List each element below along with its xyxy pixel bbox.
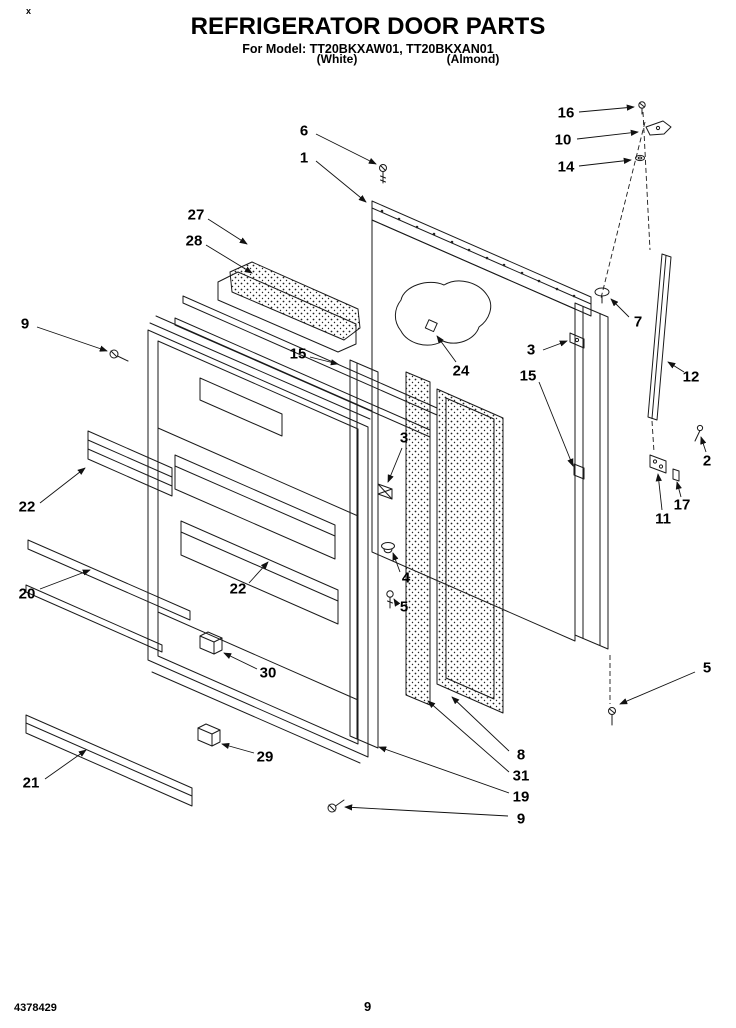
clip-30 [199, 631, 223, 655]
part-callout: 3 [526, 341, 536, 359]
finish-almond-label: (Almond) [446, 52, 500, 66]
page-number: 9 [364, 999, 372, 1014]
screw-9-left [109, 349, 129, 362]
part-callout: 24 [452, 362, 470, 380]
part-callout: 14 [557, 158, 575, 176]
clip-29 [197, 723, 221, 747]
hinge-bracket-10 [645, 120, 672, 136]
part-callout: 27 [187, 206, 205, 224]
port-24 [424, 319, 438, 333]
washer-14 [635, 154, 645, 162]
hinge-11 [649, 454, 667, 474]
shelf-trim-22 [87, 430, 173, 497]
part-callout: 22 [18, 498, 36, 516]
corner-mark: x [26, 6, 32, 16]
part-callout: 19 [512, 788, 530, 806]
part-callout: 3 [399, 429, 409, 447]
screw-9-bottom [327, 799, 345, 813]
leader-lines [36, 104, 707, 817]
gasket-and-panels [349, 359, 504, 749]
part-callout: 5 [702, 659, 712, 677]
part-callout: 4 [401, 569, 411, 587]
screw-5-center [386, 590, 394, 598]
title-block: REFRIGERATOR DOOR PARTS For Model: TT20B… [0, 13, 736, 56]
inner-door-liner [147, 315, 373, 764]
door-trims [25, 539, 193, 807]
part-callout: 1 [299, 149, 309, 167]
part-callout: 12 [682, 368, 700, 386]
part-callout: 20 [18, 585, 36, 603]
pin-2 [696, 424, 704, 432]
part-callout: 17 [673, 496, 691, 514]
model-line: For Model: TT20BKXAW01, TT20BKXAN01 [242, 42, 494, 56]
trim-20a [27, 539, 191, 621]
bracket-3-top [569, 332, 585, 349]
part-callout: 8 [516, 746, 526, 764]
part-callout: 5 [399, 598, 409, 616]
part-callout: 10 [554, 131, 572, 149]
top-pocket [199, 377, 283, 437]
panel-31 [405, 371, 431, 706]
part-callout: 6 [299, 122, 309, 140]
shelf-bin-1 [174, 454, 336, 560]
part-callout: 9 [20, 315, 30, 333]
screw-6 [379, 164, 387, 184]
trim-21 [25, 714, 193, 807]
part-callout: 15 [519, 367, 537, 385]
hole-15 [573, 463, 585, 480]
hinge-cap-7 [594, 287, 610, 304]
part-callout: 22 [229, 580, 247, 598]
screw-5-right [608, 707, 616, 726]
top-trim [371, 200, 592, 317]
top-hinge-hardware [635, 101, 672, 162]
panel-19 [349, 359, 379, 749]
trim-20b [25, 584, 163, 653]
hinge-pin-strip-12 [647, 253, 672, 421]
part-callout: 29 [256, 748, 274, 766]
part-callout: 28 [185, 232, 203, 250]
part-callout: 9 [516, 810, 526, 828]
construction-lines [600, 111, 655, 704]
insulation-27 [229, 261, 361, 341]
part-callout: 11 [655, 510, 671, 528]
finish-white-label: (White) [316, 52, 358, 66]
center-fasteners [377, 483, 395, 609]
page-title: REFRIGERATOR DOOR PARTS [190, 13, 546, 40]
shelf-bin-2 [180, 520, 339, 625]
part-callout: 21 [22, 774, 40, 792]
gasket-8 [436, 388, 504, 714]
door-right-edge-panel [569, 302, 609, 650]
part-callout: 2 [702, 452, 712, 470]
part-callout: 31 [512, 767, 530, 785]
part-callout: 15 [289, 345, 307, 363]
part-callout: 16 [557, 104, 575, 122]
grommet-4 [381, 542, 395, 550]
part-callout: 30 [259, 664, 277, 682]
top-insulation [217, 261, 361, 353]
part-callout: 7 [633, 313, 643, 331]
doc-number: 4378429 [14, 1002, 57, 1014]
lower-hinge-hardware [649, 424, 704, 482]
spacer-17 [672, 468, 680, 482]
